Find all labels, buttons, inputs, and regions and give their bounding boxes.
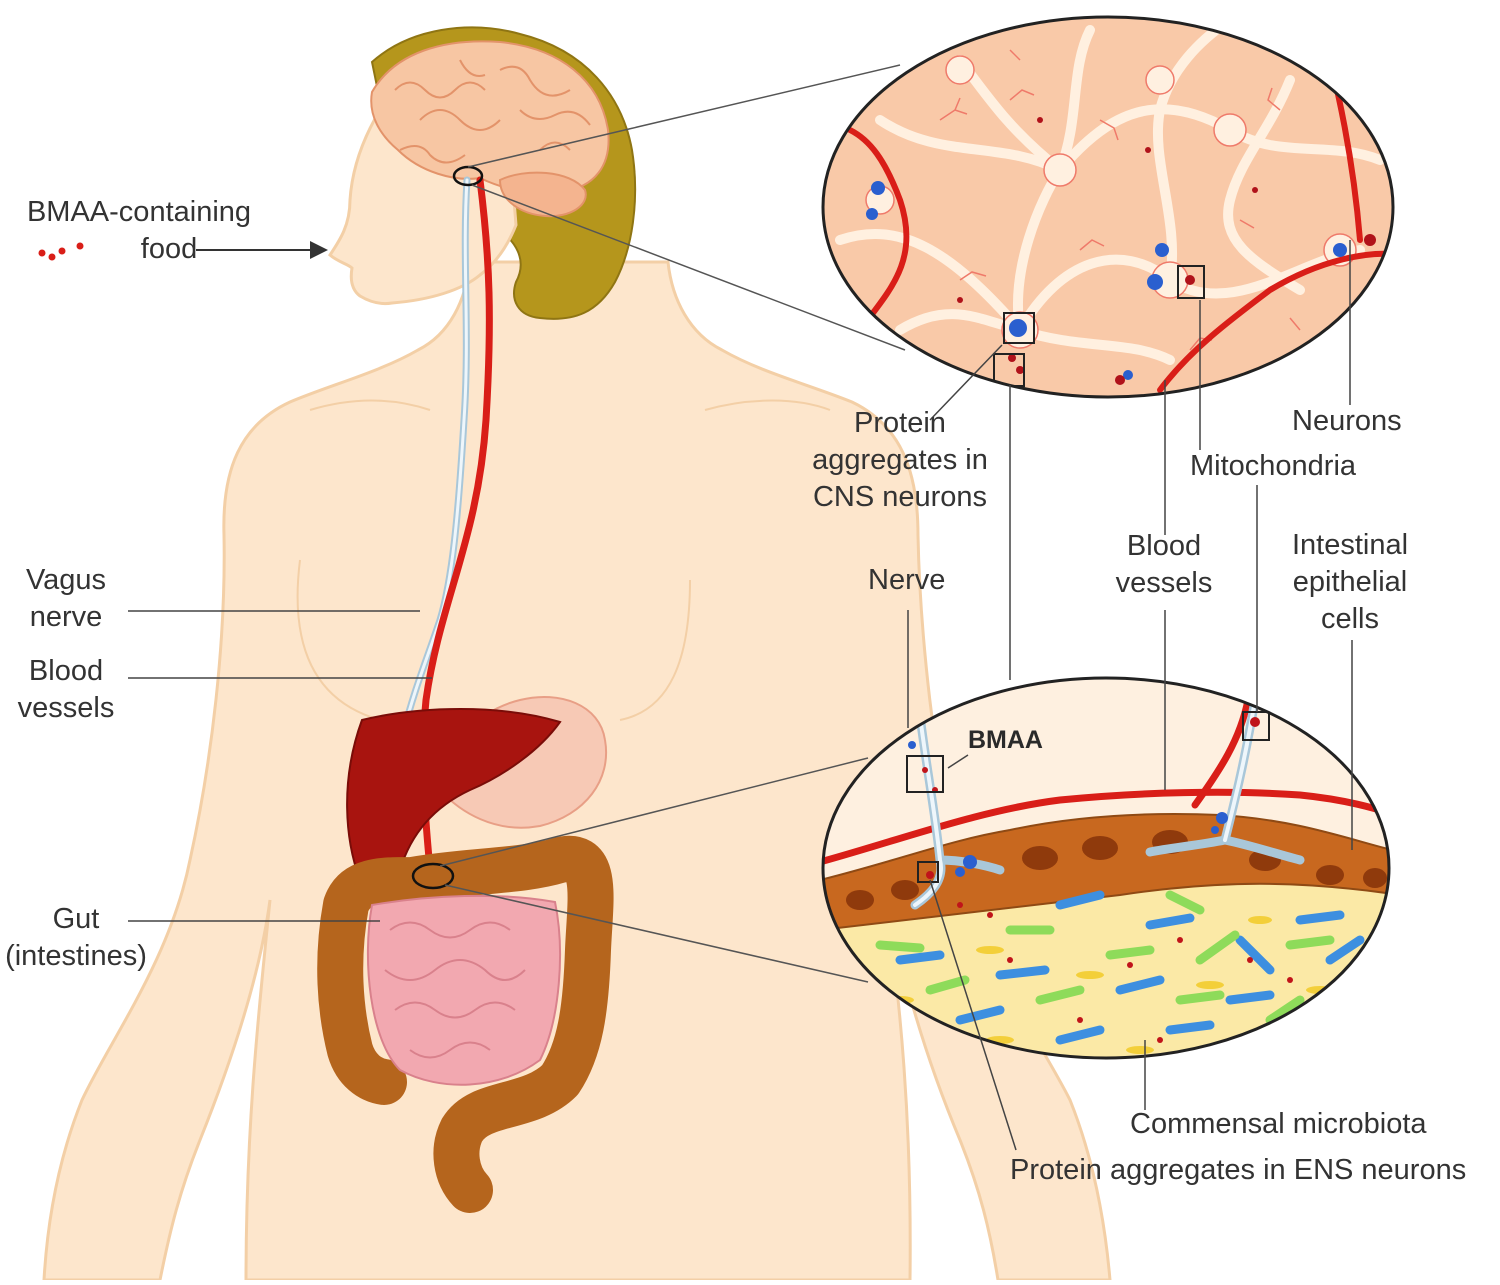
cns-aggregate-box (1003, 312, 1035, 344)
protein-ens-label: Protein aggregates in ENS neurons (1010, 1154, 1467, 1186)
cns-circle-background (823, 17, 1393, 397)
cns-neuron-bodies (865, 55, 1357, 349)
cns-zoom-circle (821, 15, 1395, 399)
small-intestine-loops (384, 921, 526, 1059)
protein-cns-label-line3: CNS neurons (812, 481, 988, 513)
gut-mitochondria-box (1242, 711, 1270, 741)
blood-vessels-right-label-line1: Blood (1126, 530, 1202, 562)
blood-vessels-right-label-line2: vessels (1115, 567, 1213, 599)
bmaa-food-label-line1: BMAA-containing (26, 196, 252, 228)
blood-vessels-left-label-line1: Blood (28, 655, 104, 687)
cns-protein-aggregates (866, 181, 1347, 380)
brain-folds (394, 59, 591, 164)
gut-highlight (411, 862, 455, 890)
gut-label-line2: (intestines) (5, 940, 147, 972)
intestinal-epithelial-label: Intestinal epithelial cells (1280, 527, 1420, 638)
blood-vessels-right-label: Blood vessels (1102, 528, 1226, 602)
vagus-nerve-label-line1: Vagus (25, 564, 107, 596)
gut-protein-aggregates (908, 741, 1228, 877)
neurons-label: Neurons (1292, 405, 1402, 437)
liver (346, 708, 562, 897)
commensal-microbiota-label: Commensal microbiota (1130, 1108, 1427, 1140)
food-arrow-head (310, 241, 328, 259)
gut-zoom-circle (821, 676, 1391, 1060)
small-intestine (366, 894, 561, 1086)
blood-vessels-left-label: Blood vessels (8, 653, 124, 727)
nerve-label: Nerve (868, 564, 946, 596)
vagus-nerve-label: Vagus nerve (8, 562, 124, 636)
bmaa-label: BMAA (968, 726, 1043, 754)
mitochondria-label: Mitochondria (1190, 450, 1357, 482)
cns-mitochondria-box (1177, 265, 1205, 299)
protein-cns-label: Protein aggregates in CNS neurons (798, 405, 1002, 516)
cns-circle-outline (821, 15, 1395, 399)
intestinal-epithelial-label-line2: epithelial (1292, 566, 1408, 598)
blood-vessels-left-label-line2: vessels (17, 692, 115, 724)
zoom-lines (439, 64, 906, 983)
vagus-nerve-label-line2: nerve (29, 601, 103, 633)
gut-label: Gut (intestines) (0, 901, 152, 975)
gut-ens-aggregate-box (917, 861, 939, 883)
bmaa-food-label-line2: food (140, 233, 198, 265)
large-intestine (317, 835, 614, 1213)
intestinal-epithelial-label-line3: cells (1320, 603, 1379, 635)
intestinal-epithelial-label-line1: Intestinal (1291, 529, 1409, 561)
bmaa-food-dots (38, 242, 84, 261)
gut-label-line1: Gut (52, 903, 100, 935)
protein-cns-label-line1: Protein (854, 407, 946, 439)
bmaa-food-label: BMAA-containing food (14, 194, 264, 268)
gut-microbiota (875, 890, 1365, 1045)
cns-bmaa-dots (957, 117, 1376, 385)
gut-circle-outline (821, 676, 1391, 1060)
protein-cns-label-line2: aggregates in (812, 444, 988, 476)
leader-lines (128, 240, 1353, 1151)
gut-nerve-bmaa-box (906, 755, 944, 793)
torso-contours (296, 399, 831, 721)
cerebellum (498, 171, 587, 218)
